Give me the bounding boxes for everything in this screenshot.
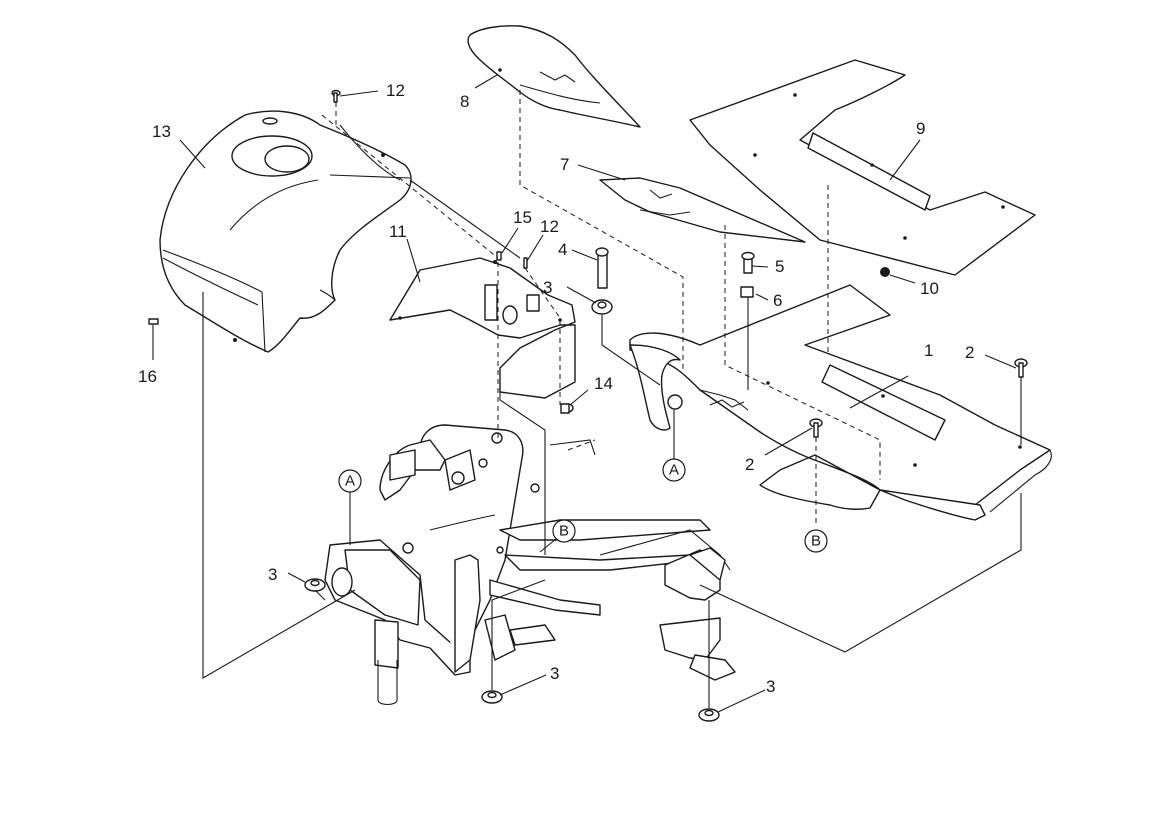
callout-3-right: 3: [766, 677, 775, 696]
callout-3-bottom: 3: [550, 664, 559, 683]
front-bumper-part: [629, 284, 1052, 521]
top-panel-part: [467, 25, 641, 128]
callout-12-top: 12: [386, 81, 405, 100]
ref-a-right: A: [669, 462, 679, 479]
callout-16: 16: [138, 367, 157, 386]
hood-part: [159, 110, 412, 353]
floor-panel-part: [689, 59, 1036, 276]
clip-15: [496, 251, 502, 261]
hardware: [148, 89, 1028, 722]
ref-a-left: A: [345, 473, 355, 490]
callout-5: 5: [775, 257, 784, 276]
callout-2-mid: 2: [745, 455, 754, 474]
callout-11: 11: [389, 222, 407, 241]
callout-14: 14: [594, 374, 613, 393]
callout-labels: 1 2 2 3 3 3 3 4 5 6 7 8 9 10 11 12 12 13…: [138, 81, 974, 696]
callout-6: 6: [773, 291, 782, 310]
callout-10: 10: [920, 279, 939, 298]
ref-b-right-circle: [804, 529, 828, 553]
callout-2-right: 2: [965, 343, 974, 362]
nut-6: [740, 286, 754, 298]
bracket-part: [389, 257, 576, 399]
callout-12-mid: 12: [540, 217, 559, 236]
callout-3-left: 3: [268, 565, 277, 584]
callout-4: 4: [558, 240, 567, 259]
pin-16: [148, 318, 159, 325]
callout-3-top: 3: [543, 278, 552, 297]
assembly-lines: [202, 90, 1022, 708]
ref-b-right: B: [811, 533, 821, 550]
ref-b-left-circle: [552, 519, 576, 543]
callout-1: 1: [924, 341, 933, 360]
ref-b-left: B: [559, 523, 569, 540]
frame-assembly: [324, 424, 736, 706]
callout-8: 8: [460, 92, 469, 111]
screw-12-mid: [523, 257, 528, 269]
fastener-10: [880, 267, 890, 277]
reference-markers: A A B B: [338, 410, 828, 553]
leader-lines: [152, 74, 1017, 713]
callout-15: 15: [513, 208, 532, 227]
callout-9: 9: [916, 119, 925, 138]
callout-7: 7: [560, 155, 569, 174]
mid-panel-part: [599, 177, 806, 243]
callout-13: 13: [152, 122, 171, 141]
